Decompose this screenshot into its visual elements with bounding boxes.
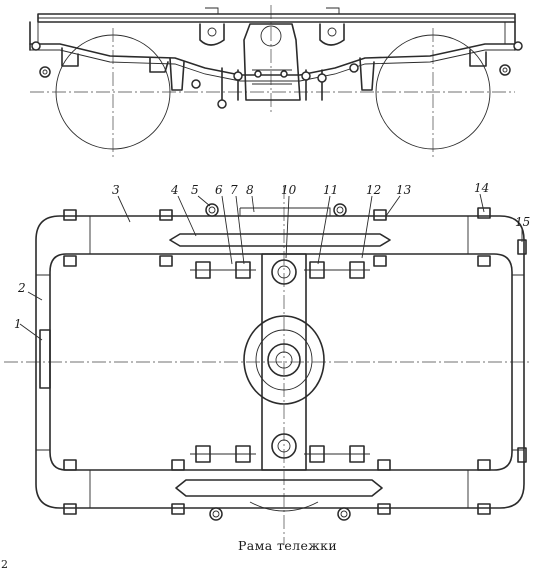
plan-view — [4, 185, 530, 545]
bolster-cover-plate-bottom — [175, 479, 383, 497]
side-frame-lower-chord — [29, 43, 516, 76]
bolster-cover-plate-top — [169, 233, 391, 247]
side-slot — [39, 329, 51, 389]
leader-lines — [19, 193, 523, 341]
spring-seat-bolts-bottom — [209, 507, 351, 521]
part-number-4: 4 — [170, 183, 179, 197]
part-number-12: 12 — [366, 183, 381, 197]
side-view — [29, 5, 523, 160]
part-number-8: 8 — [246, 183, 254, 197]
side-frame-inner — [49, 253, 513, 471]
brake-brackets-top — [190, 261, 370, 279]
part-number-5: 5 — [191, 183, 199, 197]
part-number-3: 3 — [112, 183, 120, 197]
part-number-15: 15 — [515, 215, 530, 229]
part-number-2: 2 — [17, 281, 26, 295]
part-number-labels: 1 2 3 4 5 6 7 8 10 11 12 13 14 15 — [14, 181, 530, 331]
part-number-11: 11 — [323, 183, 338, 197]
centre-pivot — [267, 343, 301, 377]
side-view-bolster — [243, 23, 301, 101]
brake-brackets-bottom — [190, 445, 370, 463]
page-mark: 2 — [1, 558, 8, 569]
part-number-1: 1 — [14, 317, 22, 331]
figure-caption: Рама тележки — [238, 538, 337, 553]
part-number-6: 6 — [215, 183, 223, 197]
side-frame-outer — [35, 215, 525, 509]
central-beam — [261, 253, 307, 471]
frame-lugs — [63, 207, 527, 515]
spring-seat-bolts-top — [205, 203, 347, 217]
part-number-10: 10 — [281, 183, 297, 197]
part-number-14: 14 — [474, 181, 489, 195]
part-number-7: 7 — [230, 183, 238, 197]
centre-pivot-outer — [243, 315, 325, 405]
part-number-13: 13 — [396, 183, 412, 197]
